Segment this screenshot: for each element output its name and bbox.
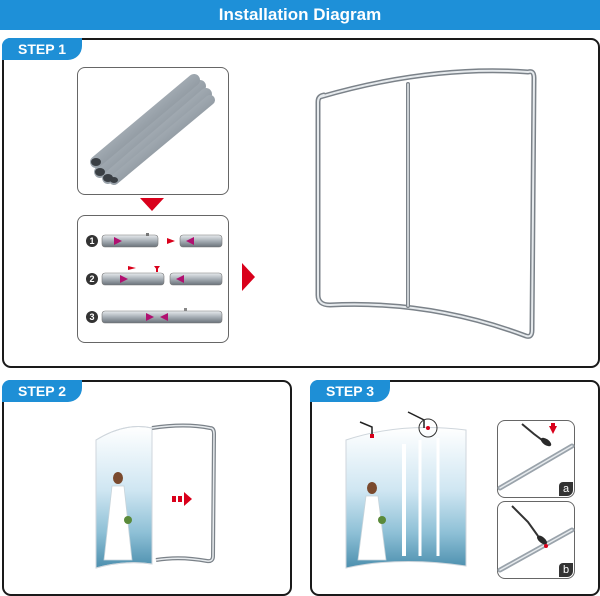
step3-tag: STEP 3 (310, 380, 390, 402)
detail-a-label: a (559, 482, 573, 496)
step2-tag: STEP 2 (2, 380, 82, 402)
page-title: Installation Diagram (0, 0, 600, 30)
tube-bundle-box (77, 67, 229, 195)
sub-step-2-number: 2 (86, 273, 98, 285)
detail-b-label: b (559, 563, 573, 577)
connection-steps-box (77, 215, 229, 343)
step1-tag: STEP 1 (2, 38, 82, 60)
sub-step-1-number: 1 (86, 235, 98, 247)
sub-step-3-number: 3 (86, 311, 98, 323)
step2-panel: STEP 2 (2, 380, 292, 596)
